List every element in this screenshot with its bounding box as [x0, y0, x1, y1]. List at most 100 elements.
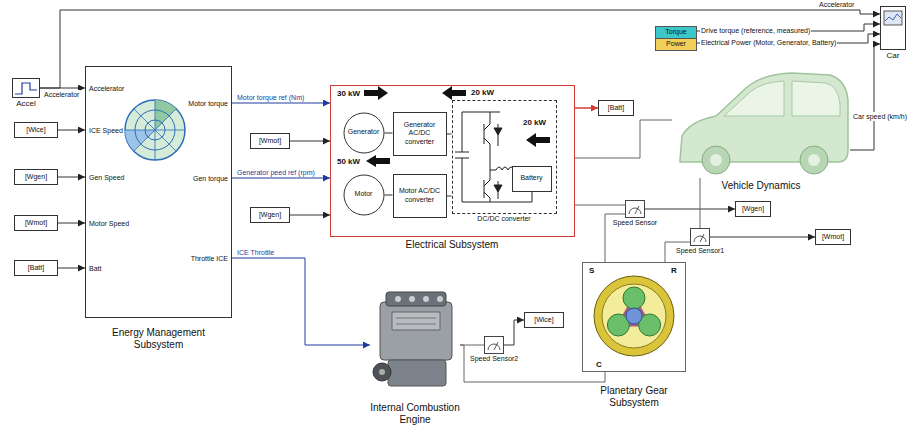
- from-block: [Wmot]: [250, 133, 290, 149]
- signal-line: [232, 178, 330, 179]
- port-label: Motor Speed: [89, 220, 129, 228]
- power-rating: 20 kW: [470, 88, 495, 97]
- battery-box: Battery: [512, 166, 552, 192]
- port-label: Accelerator: [89, 85, 124, 93]
- power-rating: 50 kW: [336, 157, 361, 166]
- subsystem-block: AcceleratorICE SpeedGen SpeedMotor Speed…: [85, 66, 232, 318]
- signal-label: Generator peed ref (rpm): [236, 168, 316, 177]
- dcdc-circuit: [455, 112, 469, 202]
- signal-line: [58, 177, 85, 178]
- motor-circle: Motor: [343, 174, 385, 216]
- port-label: S: [589, 266, 594, 275]
- signal-line: [850, 44, 880, 150]
- vehicle-dynamics-block: Vehicle Dynamics: [672, 66, 850, 178]
- region-caption: DC/DC converter: [459, 215, 549, 223]
- signal-line: [232, 103, 330, 104]
- from-block: [Wgen]: [250, 207, 290, 223]
- engine-illustration: [379, 369, 385, 375]
- goto-block: [Wgen]: [735, 201, 771, 217]
- signal-tag: Torque: [665, 28, 686, 36]
- dcdc-circuit: [498, 124, 499, 199]
- converter-box: Generator AC/DC converter: [393, 112, 447, 156]
- signal-tag: [Wmot]: [822, 233, 844, 241]
- signal-tag: [Batt]: [28, 264, 44, 272]
- engine-illustration: [373, 363, 391, 381]
- signal-tag: [Batt]: [608, 104, 624, 112]
- engine-illustration: [392, 312, 440, 330]
- converter-name: Motor AC/DC converter: [394, 187, 446, 203]
- planetary-gear-block: SRCPlanetary Gear Subsystem: [582, 262, 686, 372]
- signal-tag: [Wice]: [26, 126, 45, 134]
- block-name: Accel: [6, 99, 46, 108]
- machine-outline: [344, 175, 384, 215]
- physical-connection: [575, 205, 625, 206]
- engine-illustration: [395, 296, 401, 302]
- goto-block: [Wmot]: [815, 229, 851, 245]
- signal-line: [290, 141, 330, 142]
- engine-illustration: [396, 318, 436, 324]
- converter-name: Generator AC/DC converter: [394, 121, 446, 145]
- from-block: [Batt]: [14, 260, 58, 276]
- power-flow-arrow: [366, 155, 390, 167]
- scope-screen: [884, 11, 902, 25]
- signal-builder-icon: [15, 83, 37, 94]
- signal-tag: [Wmot]: [259, 137, 281, 145]
- fuzzy-controller-icon: [125, 100, 185, 160]
- signal-line: [58, 223, 85, 224]
- engine-illustration: [380, 302, 452, 360]
- engine-illustration: [423, 296, 429, 302]
- signal-line: [232, 258, 370, 345]
- signal-line: [575, 107, 598, 109]
- signal-tag: [Wgen]: [742, 205, 764, 213]
- from-block: [Wice]: [14, 122, 58, 138]
- signal-tag: [Wgen]: [259, 211, 281, 219]
- port-label: ICE Speed: [89, 127, 123, 135]
- physical-connection: [460, 345, 605, 382]
- port-label: Throttle ICE: [191, 255, 228, 263]
- port-label: Batt: [89, 265, 101, 273]
- fuzzy-controller-icon: [125, 100, 185, 160]
- physical-connection: [700, 178, 701, 228]
- signal-line: [290, 215, 330, 216]
- speed-sensor-block: Speed Sensor2: [484, 336, 504, 354]
- signal-line: [40, 10, 880, 88]
- machine-outline: [344, 113, 384, 153]
- signal-line: [504, 320, 524, 345]
- signal-line: [385, 195, 393, 196]
- converter-box: Motor AC/DC converter: [393, 174, 447, 218]
- planetary-gear-illustration: [602, 284, 666, 348]
- dcdc-circuit: [484, 112, 490, 202]
- signal-label: Car speed (km/h): [852, 112, 908, 121]
- signal-builder-block: Accel: [12, 78, 40, 98]
- speed-sensor-block: Speed Sensor: [625, 200, 645, 218]
- generator-circle: Generator: [343, 112, 385, 154]
- car-illustration: [710, 154, 722, 166]
- car-illustration: [724, 81, 840, 116]
- connector-group: [40, 10, 880, 382]
- planetary-gear-illustration: [594, 276, 674, 356]
- goto-block: [Batt]: [598, 100, 634, 116]
- signal-label: Accelerator: [43, 90, 80, 99]
- speed-sensor-icon: [488, 342, 500, 350]
- power-flow-arrow: [442, 86, 466, 100]
- speed-sensor-icon: [629, 206, 641, 214]
- physical-connection: [575, 120, 672, 158]
- block-caption: Planetary Gear Subsystem: [579, 385, 689, 408]
- subsystem-caption: Electrical Subsystem: [352, 239, 552, 251]
- electrical-subsystem-block: Electrical SubsystemGeneratorGenerator A…: [330, 85, 575, 237]
- machine-name: Motor: [355, 190, 373, 198]
- power-flow-arrow: [364, 86, 550, 167]
- signal-tag: Power: [666, 40, 686, 48]
- port-label: R: [671, 266, 677, 275]
- signal-tag: [Wgen]: [25, 173, 47, 181]
- port-label: Gen Speed: [89, 174, 124, 182]
- power-rating: 30 kW: [336, 89, 361, 98]
- block-name: Speed Sensor2: [470, 355, 518, 363]
- signal-label: Drive torque (reference, measured): [700, 26, 811, 35]
- engine-illustration: [388, 360, 446, 386]
- block-name: Car: [878, 51, 908, 60]
- signal-builder-icon: [15, 83, 37, 94]
- signal-label: Electrical Power (Motor, Generator, Batt…: [700, 38, 837, 47]
- scope-screen: [885, 14, 901, 21]
- car-illustration: [680, 73, 848, 174]
